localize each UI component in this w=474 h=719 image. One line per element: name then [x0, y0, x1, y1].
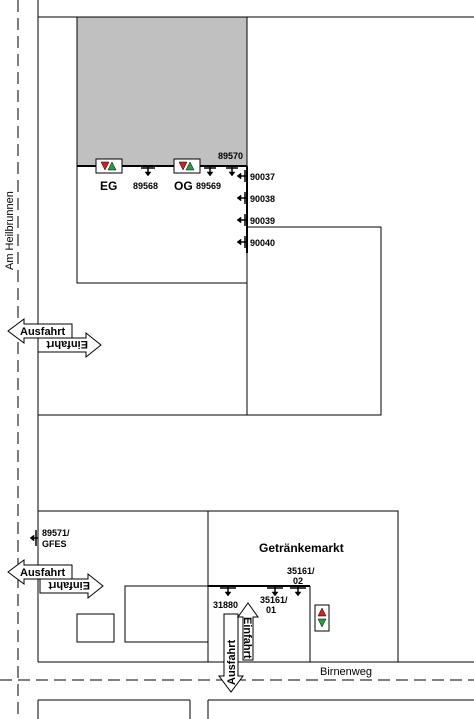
street-name-am-heilbrunnen: Am Heilbrunnen — [4, 191, 16, 270]
meter-marker-35161-02 — [290, 586, 306, 597]
ausfahrt-arrow-shape — [218, 613, 244, 693]
upper-plot — [38, 16, 474, 416]
lower-exit-arrow: Ausfahrt — [7, 559, 73, 585]
green-triangle-icon — [107, 161, 117, 171]
building-label-og: OG — [174, 179, 193, 193]
main-building-shaded — [76, 16, 248, 167]
meter-markers-down — [141, 166, 306, 597]
birnenweg-exit-arrow: Ausfahrt — [218, 613, 244, 693]
meter-markers-left — [29, 170, 247, 546]
red-triangle-icon — [100, 161, 110, 171]
einfahrt-label-lower: Einfahrt — [48, 579, 90, 591]
green-triangle-icon — [185, 161, 195, 171]
small-building-b — [76, 613, 115, 643]
ausfahrt-arrow-shape — [7, 318, 73, 344]
meter-number-35161-01: 35161/ — [260, 595, 288, 605]
upper-entry-arrow: Einfahrt — [37, 331, 102, 359]
signal-box-og — [173, 158, 201, 174]
einfahrt-label-upper: Einfahrt — [46, 338, 88, 350]
meter-marker-89571 — [29, 530, 38, 546]
meter-number-90040: 90040 — [250, 238, 275, 248]
einfahrt-arrow-shape — [237, 602, 259, 661]
ausfahrt-label-lower: Ausfahrt — [20, 567, 66, 579]
small-building-a — [124, 585, 209, 643]
lower-plot — [38, 510, 399, 663]
annex-building — [246, 226, 382, 416]
ausfahrt-label-birnenweg: Ausfahrt — [226, 639, 238, 685]
einfahrt-arrow-shape — [37, 331, 102, 359]
meter-marker-90038 — [236, 192, 247, 204]
meter-marker-89569-b — [226, 166, 238, 177]
meter-number-90037: 90037 — [250, 172, 275, 182]
red-triangle-icon — [178, 161, 188, 171]
einfahrt-arrow-shape — [39, 572, 104, 600]
meter-marker-89568 — [141, 166, 155, 177]
meter-marker-90040 — [236, 236, 247, 248]
meter-number-90038: 90038 — [250, 194, 275, 204]
meter-marker-35161-01 — [267, 586, 283, 597]
meter-number-35161-01-suffix: 01 — [266, 605, 276, 615]
einfahrt-label-birnenweg: Einfahrt — [241, 617, 253, 659]
meter-marker-31880 — [220, 586, 236, 597]
meter-marker-90039 — [236, 214, 247, 226]
meter-number-35161-02-suffix: 02 — [293, 576, 303, 586]
meter-number-35161-02: 35161/ — [287, 566, 315, 576]
meter-number-89571: 89571/ — [42, 528, 70, 538]
signal-box-getraenkemarkt — [314, 604, 330, 632]
meter-marker-90037 — [236, 170, 247, 182]
red-triangle-icon — [317, 607, 327, 617]
meter-marker-89569-a — [204, 166, 216, 177]
street-name-birnenweg: Birnenweg — [320, 666, 372, 678]
ausfahrt-arrow-shape — [7, 559, 73, 585]
meter-number-31880: 31880 — [213, 600, 238, 610]
green-triangle-icon — [317, 618, 327, 628]
signal-box-eg — [95, 158, 123, 174]
meter-number-89569: 89569 — [196, 181, 221, 191]
building-label-getraenkemarkt: Getränkemarkt — [259, 541, 344, 555]
upper-exit-arrow: Ausfahrt — [7, 318, 73, 344]
meter-number-89571-suffix: GFES — [42, 539, 67, 549]
ausfahrt-label-upper: Ausfahrt — [20, 326, 66, 338]
meter-number-89570: 89570 — [218, 151, 243, 161]
meter-number-89568: 89568 — [133, 181, 158, 191]
meter-number-90039: 90039 — [250, 216, 275, 226]
building-label-eg: EG — [100, 179, 117, 193]
lower-entry-arrow: Einfahrt — [39, 572, 104, 600]
birnenweg-entry-arrow: Einfahrt — [237, 602, 259, 661]
